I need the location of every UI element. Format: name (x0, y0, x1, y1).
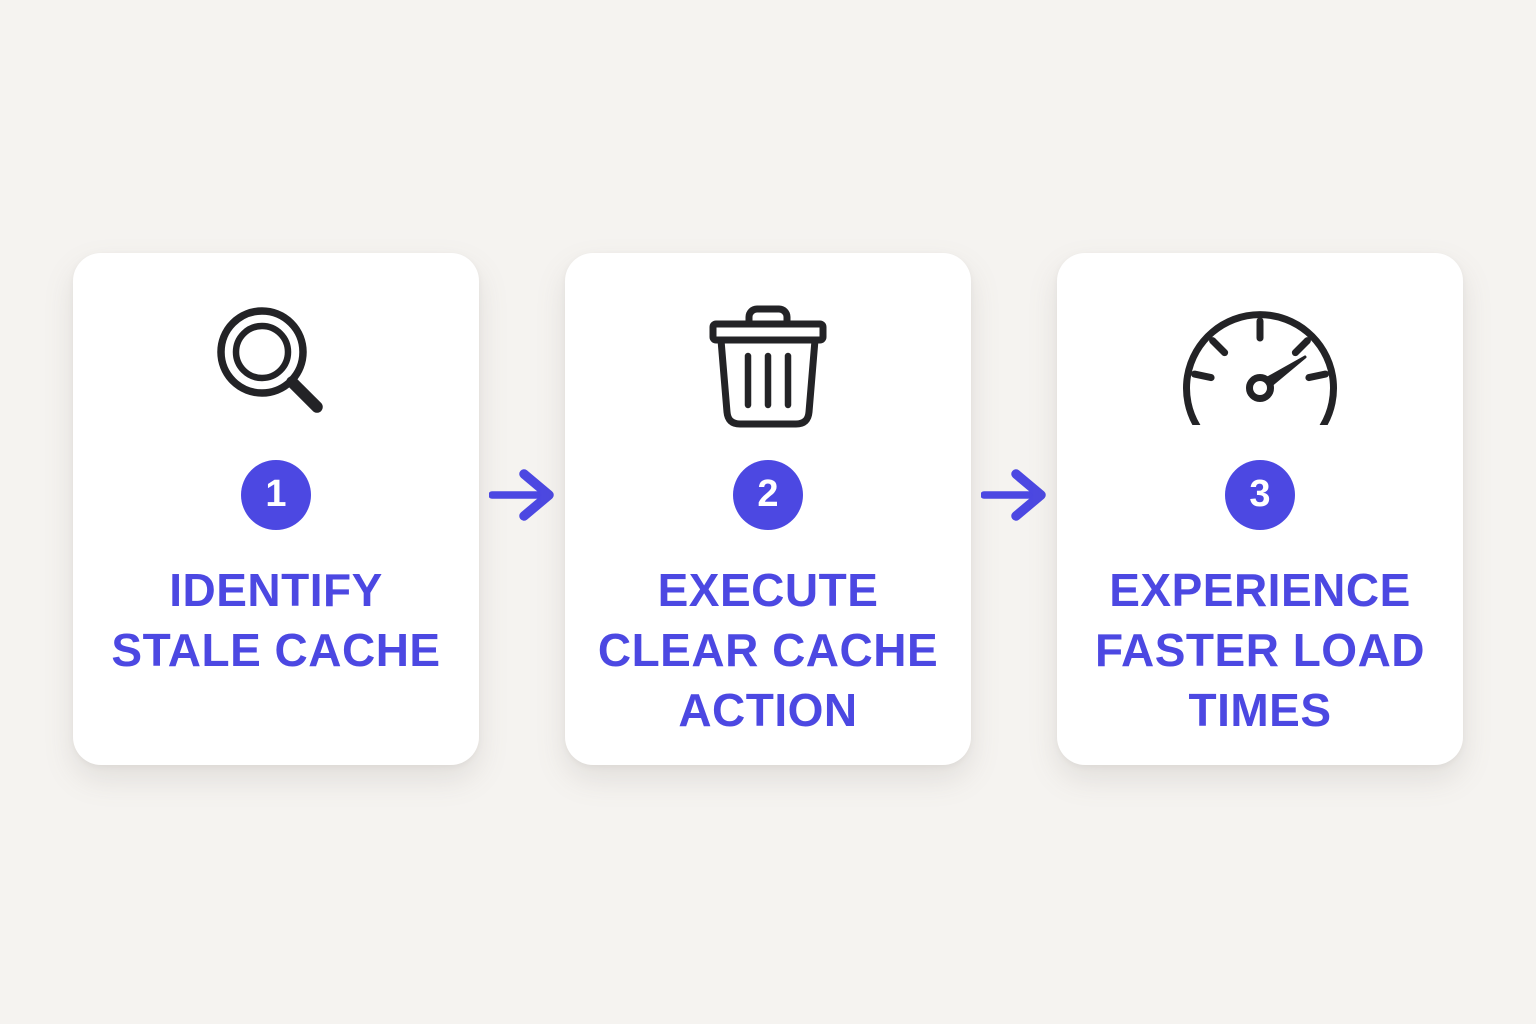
step-number: 3 (1249, 473, 1271, 515)
trash-delete-icon-svg (709, 305, 827, 428)
step-card-1: 1 IDENTIFY STALE CACHE (73, 253, 479, 765)
trash-delete-icon (709, 303, 827, 428)
arrow-right-icon (489, 465, 555, 525)
speedometer-gauge-icon (1182, 303, 1338, 428)
step-title: EXPERIENCE FASTER LOAD TIMES (1094, 564, 1426, 736)
step-number-badge: 2 (733, 460, 803, 530)
process-diagram: 1 IDENTIFY STALE CACHE 2 EXECUTE CLEAR C… (73, 253, 1463, 765)
step-number-badge: 1 (241, 460, 311, 530)
arrow-right-icon (981, 465, 1047, 525)
magnifier-search-icon (216, 303, 336, 428)
step-number-badge: 3 (1225, 460, 1295, 530)
step-title: EXECUTE CLEAR CACHE ACTION (597, 564, 939, 736)
step-title: IDENTIFY STALE CACHE (111, 564, 441, 676)
step-card-2: 2 EXECUTE CLEAR CACHE ACTION (565, 253, 971, 765)
magnifier-search-icon-svg (217, 306, 323, 413)
step-number: 1 (265, 473, 287, 515)
arrow-right-icon-svg (981, 469, 1046, 521)
step-card-3: 3 EXPERIENCE FASTER LOAD TIMES (1057, 253, 1463, 765)
speedometer-gauge-icon-svg (1183, 310, 1337, 425)
step-number: 2 (757, 473, 779, 515)
arrow-right-icon-svg (489, 469, 554, 521)
